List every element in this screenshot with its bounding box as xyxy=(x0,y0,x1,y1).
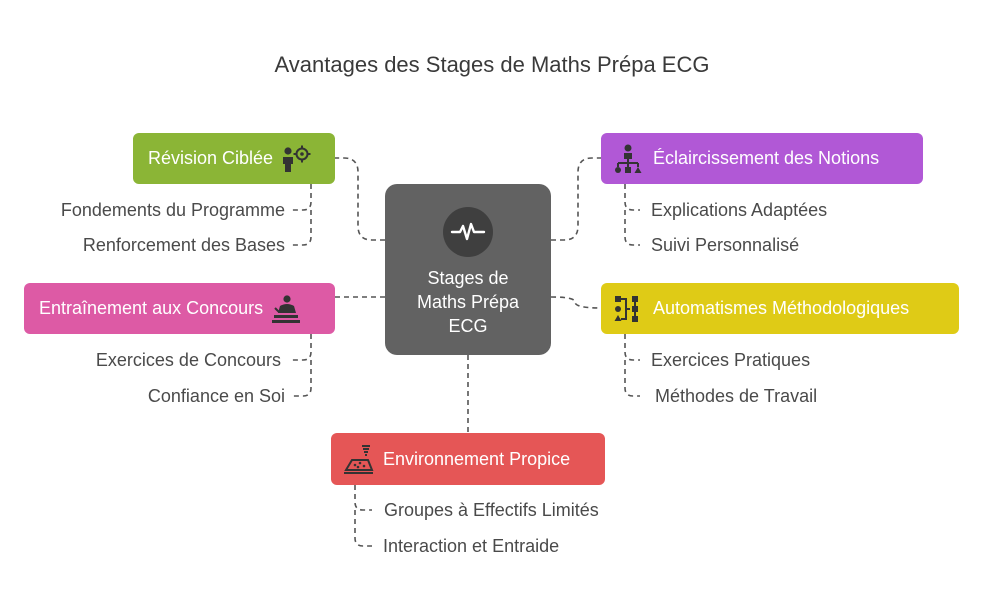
connector-automatismes-items xyxy=(624,334,640,397)
sub-item: Confiance en Soi xyxy=(147,386,285,406)
sub-item: Exercices de Concours xyxy=(95,350,281,370)
topic-label: Automatismes Méthodologiques xyxy=(653,298,910,318)
connector-environnement-items xyxy=(354,485,372,547)
sub-item: Fondements du Programme xyxy=(60,200,285,220)
exam-person-icon xyxy=(269,292,303,326)
diagram-title: Avantages des Stages de Maths Prépa ECG xyxy=(274,52,710,77)
topic-label: Éclaircissement des Notions xyxy=(653,148,880,168)
topic-label: Environnement Propice xyxy=(383,448,571,469)
connector-concours-items xyxy=(292,334,312,397)
sub-item: Exercices Pratiques xyxy=(651,350,811,370)
hierarchy-icon xyxy=(611,142,645,176)
topic-label: Entraînement aux Concours xyxy=(39,298,264,318)
flowchart-icon xyxy=(611,292,645,326)
connector-notions-items xyxy=(624,184,640,246)
topic-automatismes-methodologiques: Automatismes Méthodologiques xyxy=(601,283,959,334)
sub-item: Renforcement des Bases xyxy=(82,235,285,255)
sand-pour-icon xyxy=(341,442,375,476)
topic-environnement-propice: Environnement Propice xyxy=(331,433,605,485)
connector-revision xyxy=(335,157,385,241)
sub-item: Interaction et Entraide xyxy=(383,536,560,556)
connector-revision-items xyxy=(292,184,312,246)
topic-entrainement-concours: Entraînement aux Concours xyxy=(24,283,335,334)
center-node: Stages de Maths Prépa ECG xyxy=(385,184,551,355)
connector-automatismes xyxy=(550,296,602,309)
sub-item: Groupes à Effectifs Limités xyxy=(384,500,599,520)
pulse-icon xyxy=(443,207,493,257)
target-person-icon xyxy=(279,142,313,176)
sub-item: Suivi Personnalisé xyxy=(651,235,800,255)
sub-item: Explications Adaptées xyxy=(651,200,828,220)
sub-item: Méthodes de Travail xyxy=(655,386,818,406)
center-label: Stages de Maths Prépa ECG xyxy=(416,268,520,336)
topic-eclaircissement-notions: Éclaircissement des Notions xyxy=(601,133,923,184)
topic-revision-ciblee: Révision Ciblée xyxy=(133,133,335,184)
topic-label: Révision Ciblée xyxy=(148,148,274,168)
connector-notions xyxy=(551,157,601,241)
